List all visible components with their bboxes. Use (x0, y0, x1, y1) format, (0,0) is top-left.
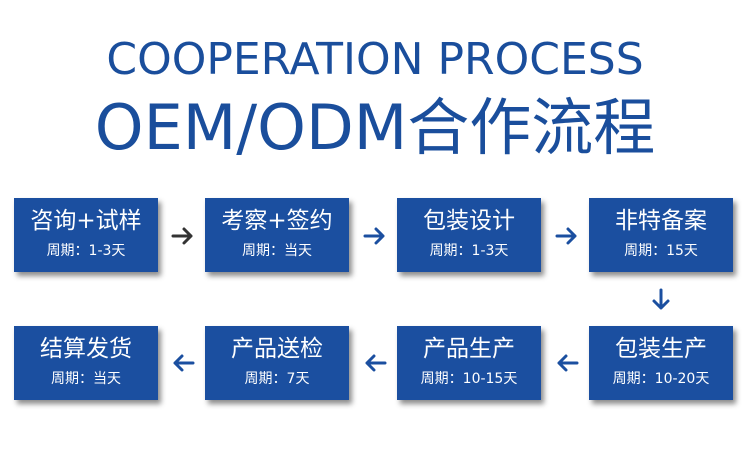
step-name: 结算发货 (40, 336, 132, 362)
step-name: 考察+签约 (221, 208, 333, 234)
arrow-right-icon (554, 223, 580, 249)
title-chinese: OEM/ODM合作流程 (94, 91, 656, 164)
step-name: 产品送检 (231, 336, 323, 362)
step-product-production: 产品生产 周期：10-15天 (397, 326, 541, 400)
step-package-production: 包装生产 周期：10-20天 (589, 326, 733, 400)
step-period: 周期：1-3天 (46, 243, 126, 259)
arrow-down-icon (648, 287, 674, 313)
step-period: 周期：10-15天 (420, 371, 518, 387)
step-name: 非特备案 (615, 208, 707, 234)
step-name: 包装生产 (615, 336, 707, 362)
step-period: 周期：10-20天 (612, 371, 710, 387)
title-english: COOPERATION PROCESS (106, 34, 644, 85)
step-period: 周期：15天 (624, 243, 698, 259)
step-period: 周期：当天 (51, 371, 121, 387)
step-package-design: 包装设计 周期：1-3天 (397, 198, 541, 272)
step-name: 咨询+试样 (30, 208, 142, 234)
step-filing: 非特备案 周期：15天 (589, 198, 733, 272)
arrow-right-icon (170, 223, 196, 249)
step-period: 周期：1-3天 (429, 243, 509, 259)
step-period: 周期：当天 (242, 243, 312, 259)
arrow-left-icon (170, 350, 196, 376)
arrow-left-icon (362, 350, 388, 376)
step-name: 包装设计 (423, 208, 515, 234)
step-settle-ship: 结算发货 周期：当天 (14, 326, 158, 400)
arrow-left-icon (554, 350, 580, 376)
step-period: 周期：7天 (244, 371, 310, 387)
arrow-right-icon (362, 223, 388, 249)
step-consult-sample: 咨询+试样 周期：1-3天 (14, 198, 158, 272)
step-product-testing: 产品送检 周期：7天 (205, 326, 349, 400)
step-name: 产品生产 (423, 336, 515, 362)
step-inspect-sign: 考察+签约 周期：当天 (205, 198, 349, 272)
